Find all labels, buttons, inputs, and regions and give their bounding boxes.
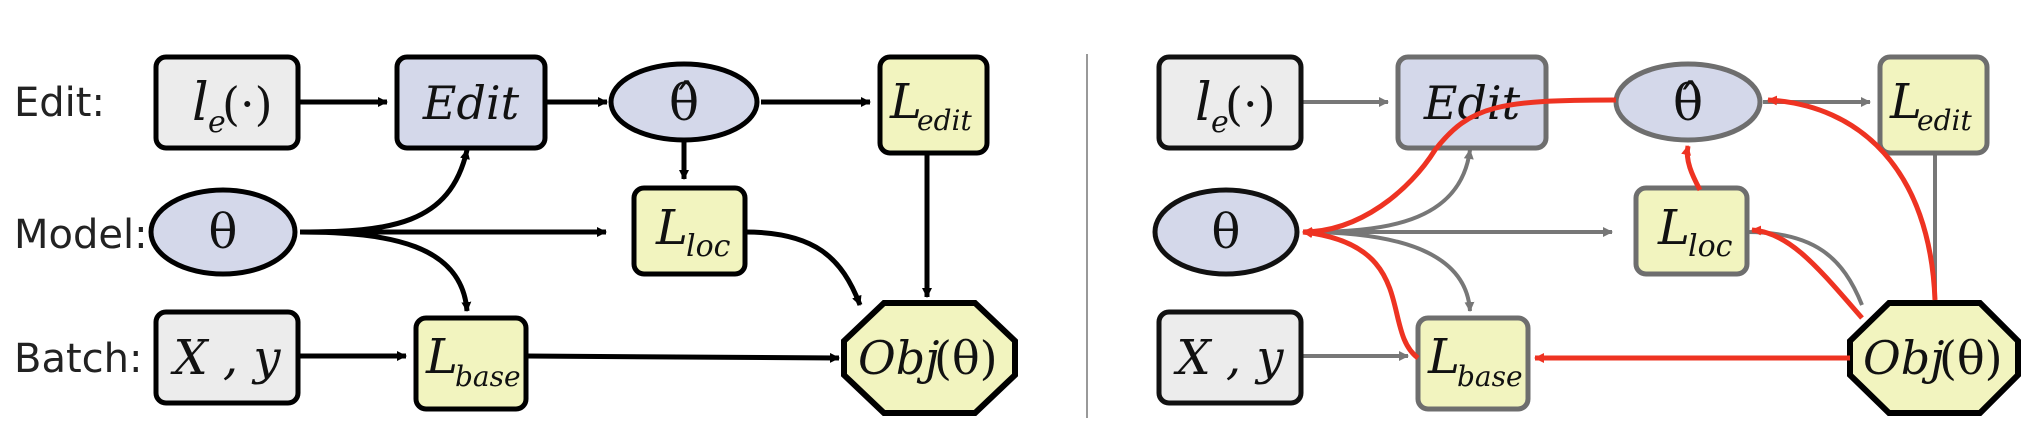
node-theta <box>148 187 298 277</box>
node-le-right-main: l <box>1195 73 1212 133</box>
node-l-edit-right-sub: edit <box>1917 104 1972 137</box>
node-le-right <box>1156 54 1304 151</box>
node-l-loc-right <box>1633 185 1750 277</box>
node-objective-right-arg: (θ) <box>1939 331 2003 385</box>
gray-arrow-theta-to-edit <box>1302 149 1474 234</box>
node-objective-right <box>1847 300 2021 416</box>
node-l-base-right <box>1415 315 1531 412</box>
red-arrow-lbase-to-theta <box>1302 228 1420 361</box>
node-objective <box>841 300 1018 416</box>
node-l-base <box>413 315 529 412</box>
red-arrow-lloc-to-thetahat <box>1681 145 1703 192</box>
node-edit <box>394 54 548 151</box>
node-theta-hat-right-label: θ̂ <box>1673 74 1703 132</box>
node-theta-right <box>1152 187 1300 277</box>
node-objective-right-main: Obj <box>1863 331 1944 385</box>
node-xy <box>153 309 301 406</box>
node-l-loc-right-sub: loc <box>1688 229 1733 264</box>
node-le-sub: e <box>208 105 226 140</box>
node-le-main: l <box>192 73 209 133</box>
node-l-edit-right-main: L <box>1889 74 1922 130</box>
node-l-base-right-main: L <box>1427 329 1460 385</box>
node-l-base-sub: base <box>455 360 521 393</box>
node-objective-arg: (θ) <box>934 331 998 385</box>
node-theta-hat-label: θ̂ <box>669 74 699 132</box>
red-arrow-obj-to-lloc <box>1751 225 1864 320</box>
node-l-base-main: L <box>425 329 458 385</box>
node-xy-right <box>1156 309 1304 406</box>
node-le-right-arg: (·) <box>1225 77 1276 131</box>
red-arrow-thetahat-to-theta <box>1302 97 1617 237</box>
right-panel-backward-graph: l e (·) Edit θ̂ L edit θ L loc X , y L b… <box>1152 54 2021 416</box>
node-l-loc <box>631 185 748 277</box>
node-l-base-right-sub: base <box>1457 360 1523 393</box>
gray-arrow-lloc-to-obj <box>1746 230 1864 306</box>
arrow-theta-to-lbase <box>299 229 472 312</box>
node-le-right-sub: e <box>1211 105 1229 140</box>
node-edit-label: Edit <box>422 76 520 130</box>
node-theta-right-label: θ <box>1212 204 1241 260</box>
red-arrow-obj-to-thetahat <box>1767 95 1938 301</box>
gray-arrow-theta-to-lbase <box>1302 230 1475 312</box>
node-l-loc-right-main: L <box>1657 200 1690 256</box>
node-le-arg: (·) <box>222 77 273 131</box>
node-theta-hat <box>608 61 760 143</box>
arrow-lloc-to-obj <box>744 229 863 306</box>
node-theta-label: θ <box>209 204 238 260</box>
node-le <box>153 54 301 151</box>
node-l-edit-right <box>1877 54 1990 156</box>
row-label-model: Model: <box>14 212 148 258</box>
row-label-batch: Batch: <box>14 336 142 382</box>
node-l-edit-main: L <box>889 74 922 130</box>
node-xy-label: X , y <box>169 330 281 386</box>
node-objective-main: Obj <box>858 331 939 385</box>
row-label-edit: Edit: <box>14 80 105 126</box>
node-l-edit <box>877 54 990 156</box>
node-xy-right-label: X , y <box>1172 330 1284 386</box>
node-l-loc-main: L <box>655 200 688 256</box>
node-l-edit-sub: edit <box>917 104 972 137</box>
arrow-lbase-to-obj <box>525 352 840 363</box>
node-edit-right-label: Edit <box>1423 76 1521 130</box>
arrow-theta-to-edit <box>299 149 470 235</box>
left-panel-forward-graph: l e (·) Edit θ̂ L edit θ L loc X , y L b… <box>148 54 1018 416</box>
node-l-loc-sub: loc <box>686 229 731 264</box>
